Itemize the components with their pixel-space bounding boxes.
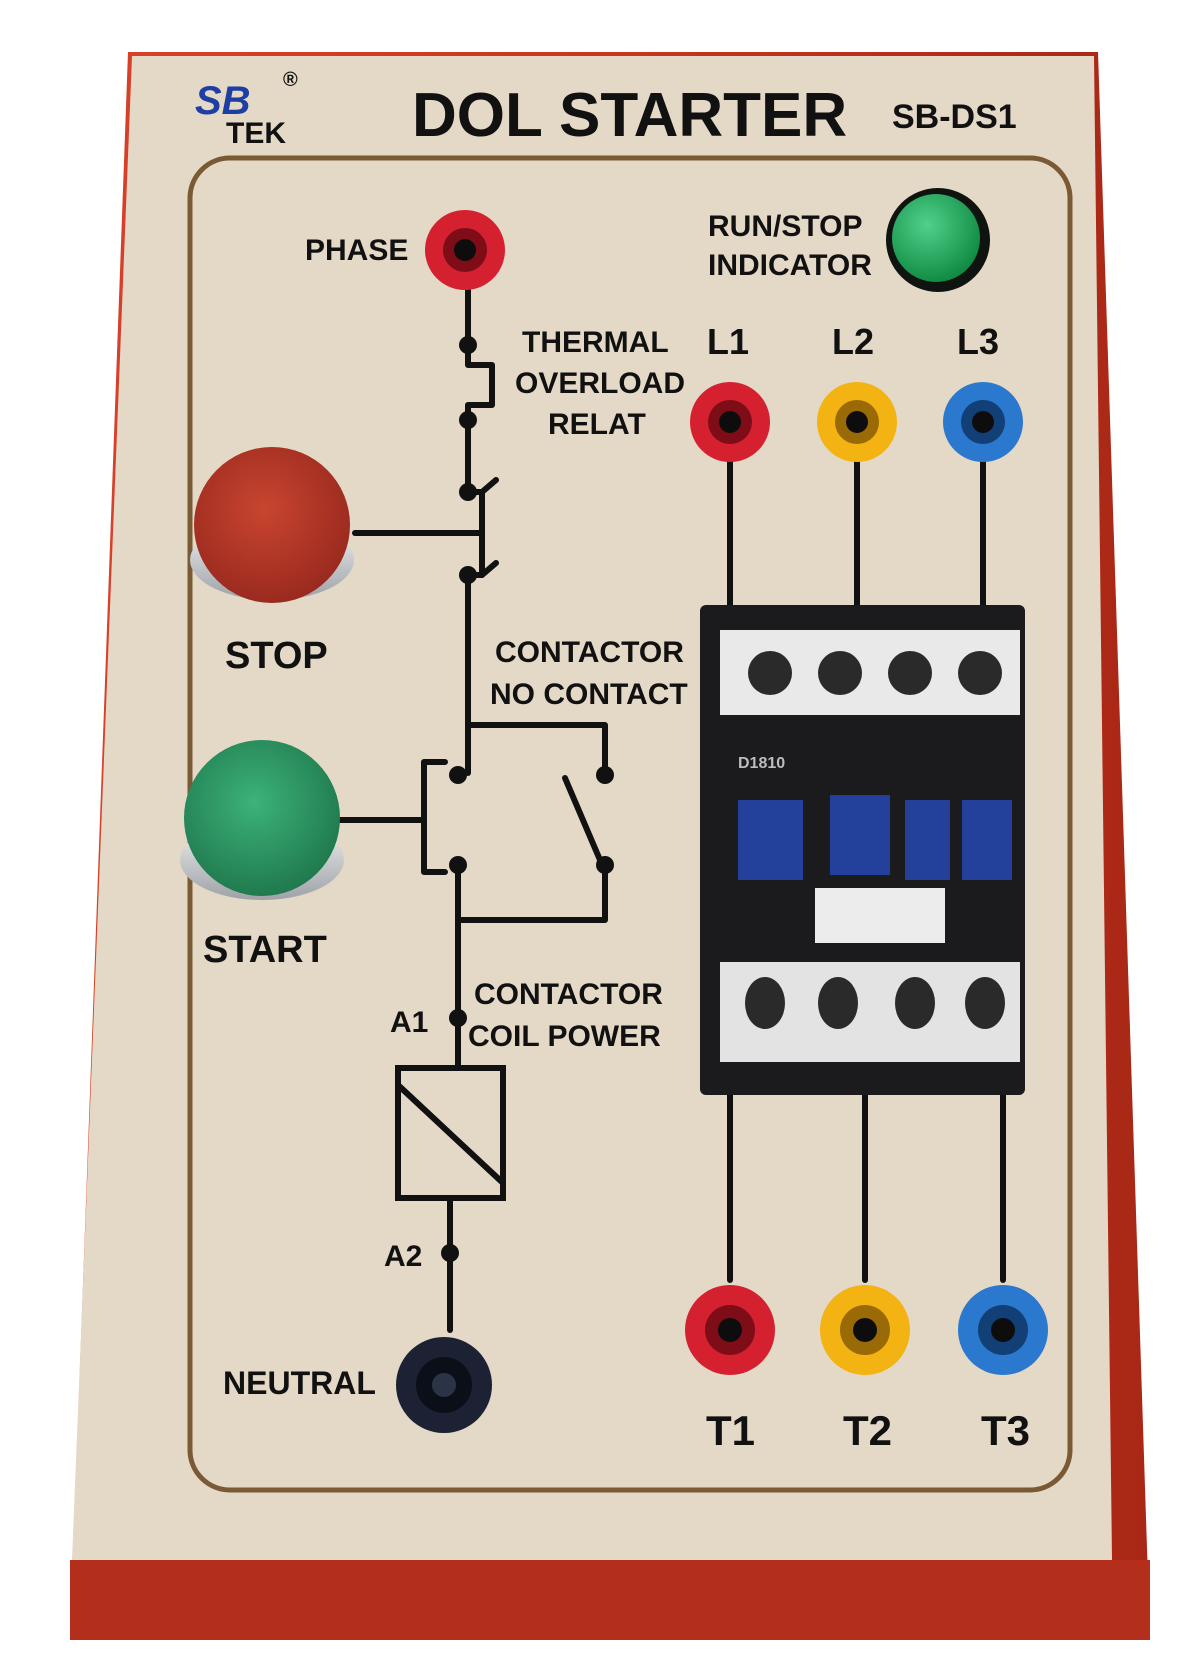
t1-socket[interactable] (685, 1285, 775, 1375)
phase-label: PHASE (305, 234, 408, 267)
thermal-overload-label-line2: OVERLOAD (515, 367, 685, 400)
thermal-overload-label-line1: THERMAL (522, 326, 669, 359)
t2-label: T2 (843, 1407, 892, 1454)
contactor-bottom-screw-1 (745, 977, 785, 1029)
stop-button[interactable] (190, 447, 354, 603)
thermal-overload-label-line3: RELAT (548, 408, 646, 441)
contactor-top-screw-2 (818, 651, 862, 695)
a1-label: A1 (390, 1006, 428, 1039)
logo-sb-text: SB (195, 79, 251, 123)
run-stop-label-line1: RUN/STOP (708, 210, 862, 243)
start-label: START (203, 929, 327, 971)
power-wiring (727, 437, 1006, 1283)
l3-socket[interactable] (943, 382, 1023, 462)
neutral-socket[interactable] (396, 1337, 492, 1433)
contactor-top-screw-4 (958, 651, 1002, 695)
phase-socket[interactable] (425, 210, 505, 290)
l2-label: L2 (832, 321, 874, 362)
l1-label: L1 (707, 321, 749, 362)
contactor-body: D1810 (700, 605, 1025, 1095)
stop-label: STOP (225, 635, 328, 677)
wire-hold-top (465, 722, 608, 776)
start-button[interactable] (180, 740, 344, 900)
thermal-node-top (459, 336, 477, 354)
start-node-top (449, 766, 467, 784)
stop-switch-tip-bottom (479, 560, 499, 578)
contactor-blue-tab-2 (830, 795, 890, 875)
sbtek-logo: SB TEK ® (195, 69, 298, 150)
contactor-bottom-screw-4 (965, 977, 1005, 1029)
coil-a2-node (441, 1244, 459, 1262)
contactor-no-label-line2: NO CONTACT (490, 678, 688, 711)
contactor-blue-tab-4 (962, 800, 1012, 880)
neutral-label: NEUTRAL (223, 1365, 376, 1401)
run-stop-indicator-lamp (886, 188, 990, 292)
contactor-coil-diagonal (395, 1082, 506, 1186)
model-number: SB-DS1 (892, 98, 1017, 136)
run-stop-label-line2: INDICATOR (708, 249, 872, 282)
l2-socket[interactable] (817, 382, 897, 462)
control-circuit (332, 287, 614, 1333)
logo-tek-text: TEK (226, 117, 286, 150)
contactor-no-label-line1: CONTACTOR (495, 636, 684, 669)
l3-label: L3 (957, 321, 999, 362)
contactor-label-window (815, 888, 945, 943)
coil-label-line2: COIL POWER (468, 1020, 661, 1053)
thermal-overload-symbol (465, 342, 495, 423)
hold-contact-node-top (596, 766, 614, 784)
contactor-bottom-screw-3 (895, 977, 935, 1029)
logo-registered-mark: ® (283, 69, 298, 91)
t2-socket[interactable] (820, 1285, 910, 1375)
contactor-blue-tab-1 (738, 800, 803, 880)
contactor-bottom-screw-2 (818, 977, 858, 1029)
t3-socket[interactable] (958, 1285, 1048, 1375)
contactor-model-label: D1810 (738, 755, 785, 772)
contactor-top-screw-1 (748, 651, 792, 695)
t3-label: T3 (981, 1407, 1030, 1454)
contactor-blue-tab-3 (905, 800, 950, 880)
coil-label-line1: CONTACTOR (474, 978, 663, 1011)
contactor-top-screw-3 (888, 651, 932, 695)
a2-label: A2 (384, 1240, 422, 1273)
case-bottom (70, 1560, 1150, 1640)
wire-hold-bottom (455, 862, 608, 923)
t1-label: T1 (706, 1407, 755, 1454)
stop-switch-tip-top (479, 477, 499, 495)
hold-contact-blade (562, 775, 603, 863)
l1-socket[interactable] (690, 382, 770, 462)
coil-a1-node (449, 1009, 467, 1027)
page-title: DOL STARTER (412, 81, 847, 150)
